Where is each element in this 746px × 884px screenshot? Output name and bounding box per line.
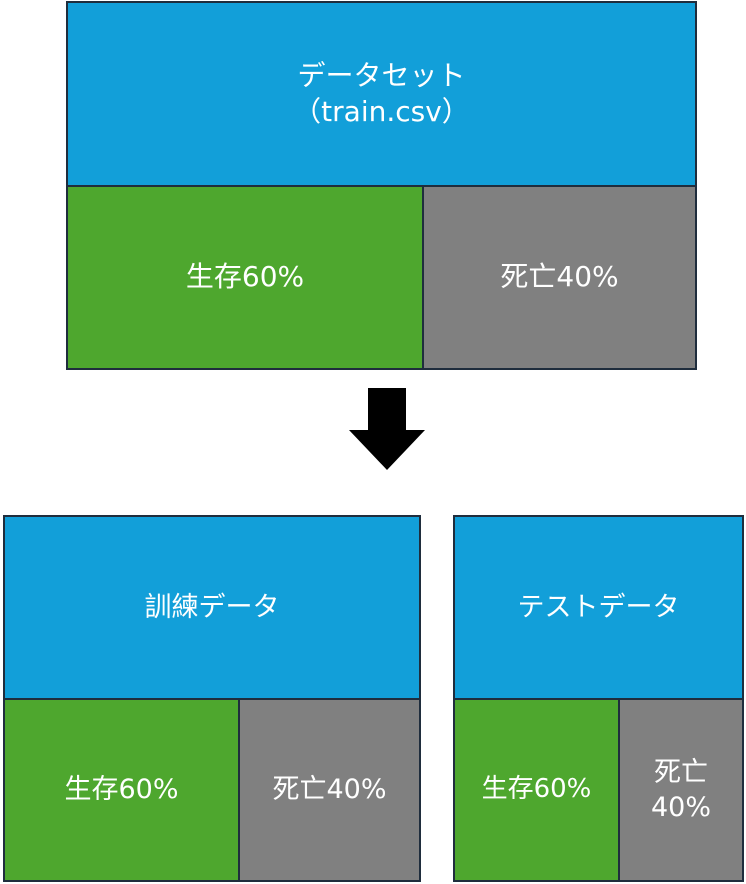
train-header: 訓練データ: [3, 515, 421, 700]
dataset-died-box: 死亡40%: [422, 185, 697, 370]
test-died-box: 死亡 40%: [618, 698, 744, 882]
train-survived-box: 生存60%: [3, 698, 240, 882]
test-title: テストデータ: [517, 591, 680, 623]
test-survived-label: 生存60%: [481, 774, 592, 805]
dataset-survived-label: 生存60%: [185, 260, 305, 294]
dataset-died-label: 死亡40%: [500, 260, 619, 294]
dataset-subtitle: （train.csv）: [293, 95, 470, 128]
dataset-survived-box: 生存60%: [66, 185, 424, 370]
down-arrow-icon: [349, 388, 425, 470]
test-header: テストデータ: [453, 515, 744, 700]
train-survived-label: 生存60%: [64, 774, 179, 806]
test-survived-box: 生存60%: [453, 698, 620, 882]
dataset-title: データセット: [297, 58, 466, 92]
train-died-label: 死亡40%: [272, 774, 387, 806]
test-died-label-line2: 40%: [650, 792, 711, 823]
train-died-box: 死亡40%: [238, 698, 421, 882]
dataset-header: データセット （train.csv）: [66, 1, 697, 187]
test-died-label-line1: 死亡: [654, 756, 708, 788]
train-title: 訓練データ: [144, 591, 280, 623]
